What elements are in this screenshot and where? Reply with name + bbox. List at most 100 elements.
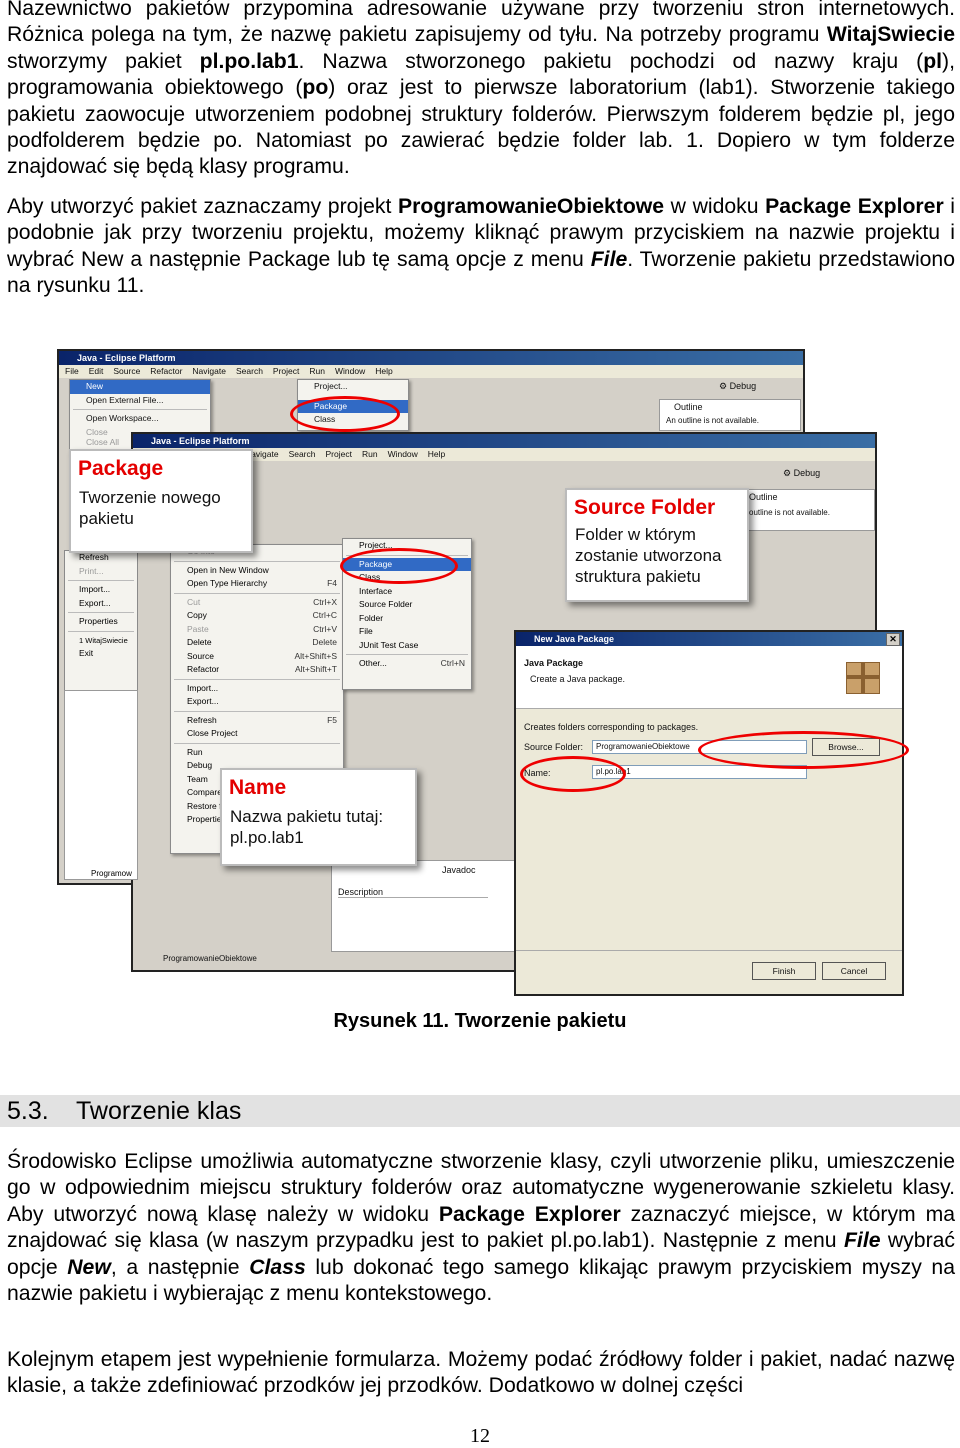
menu-separator: [174, 560, 340, 562]
paragraph-3: Środowisko Eclipse umożliwia automatyczn…: [7, 1149, 955, 1307]
shortcut: Alt+Shift+S: [294, 650, 337, 661]
menu-refactor[interactable]: Refactor: [150, 366, 183, 376]
javadoc-tab[interactable]: Javadoc: [442, 865, 476, 875]
debug-perspective[interactable]: ⚙ Debug: [719, 381, 756, 392]
text: Nazewnictwo pakietów przypomina adresowa…: [7, 0, 955, 47]
debug-perspective[interactable]: ⚙ Debug: [783, 468, 820, 479]
debug-icon: ⚙: [783, 468, 794, 478]
shortcut: F4: [327, 578, 337, 588]
menu-item-open-type-hierarchy[interactable]: Open Type Hierarchy: [187, 578, 268, 588]
menu-item-export[interactable]: Export...: [187, 696, 219, 706]
text: zaznaczyć miejsce, w którym ma znajdować…: [7, 1202, 956, 1253]
menu-item-refresh[interactable]: Refresh: [79, 552, 109, 562]
menu-item-folder[interactable]: Folder: [359, 612, 384, 623]
menu-window[interactable]: Window: [387, 449, 418, 459]
page-number: 12: [470, 1425, 490, 1447]
highlight-ring-package: [290, 396, 400, 432]
bold-italic-text: Class: [249, 1255, 306, 1279]
menu-item-import[interactable]: Import...: [79, 584, 111, 594]
menu-item-file[interactable]: File: [359, 626, 373, 636]
text: wybrać opcje: [7, 1229, 955, 1279]
menu-item-delete[interactable]: Delete: [187, 637, 212, 647]
bold-italic-text: New: [67, 1255, 111, 1279]
menu-item-export[interactable]: Export...: [79, 597, 111, 608]
menu-item-source[interactable]: Source: [187, 650, 214, 661]
menu-item-restore[interactable]: Restore fr: [187, 800, 225, 811]
menu-item-junit[interactable]: JUnit Test Case: [359, 639, 419, 650]
menu-item-interface[interactable]: Interface: [359, 585, 393, 596]
text: , a następnie: [110, 1255, 250, 1279]
menu-search[interactable]: Search: [235, 366, 263, 376]
callout-body: Nazwa pakietu tutaj: pl.po.lab1: [230, 807, 384, 847]
text: . Tworzenie pakietu przedstawiono na rys…: [7, 247, 956, 298]
shortcut: Ctrl+N: [440, 658, 465, 668]
menu-navigate[interactable]: Navigate: [192, 366, 226, 376]
callout-title: Package: [78, 457, 164, 480]
menu-item-close[interactable]: Close: [86, 426, 108, 437]
window-titlebar: Java - Eclipse Platform: [133, 434, 875, 448]
menu-item-print[interactable]: Print...: [79, 565, 104, 576]
bold-text: Package Explorer: [438, 1202, 621, 1226]
menu-item-project[interactable]: Project...: [359, 540, 393, 550]
menu-item-debug[interactable]: Debug: [187, 760, 213, 770]
menu-item-compare[interactable]: Compare: [187, 787, 222, 797]
cancel-button[interactable]: Cancel: [822, 962, 886, 980]
menu-edit[interactable]: Edit: [88, 366, 104, 376]
tree-item-project[interactable]: Programow: [91, 869, 132, 878]
window-titlebar: Java - Eclipse Platform: [59, 351, 803, 365]
menu-item-other[interactable]: Other...: [359, 658, 387, 668]
menu-item-properties[interactable]: Properties: [187, 814, 226, 824]
menu-item-project[interactable]: Project...: [314, 381, 348, 391]
menu-item-open-new-window[interactable]: Open in New Window: [187, 564, 269, 575]
menu-project[interactable]: Project: [272, 366, 300, 376]
file-menu-continued: Refresh Print... Import... Export... Pro…: [64, 550, 138, 692]
menu-help[interactable]: Help: [375, 366, 393, 376]
menu-item-team[interactable]: Team: [187, 773, 208, 784]
menu-item-refactor[interactable]: Refactor: [187, 664, 220, 674]
description-column-header[interactable]: Description: [338, 887, 488, 898]
menu-item-new[interactable]: New: [70, 380, 210, 394]
debug-label: Debug: [793, 468, 821, 478]
menu-project[interactable]: Project: [325, 449, 352, 459]
menu-file[interactable]: File: [65, 366, 79, 376]
menu-item-exit[interactable]: Exit: [79, 648, 94, 658]
menu-item-cut[interactable]: Cut: [187, 596, 201, 607]
menu-item-refresh[interactable]: Refresh: [187, 714, 217, 725]
outline-tab[interactable]: Outline: [674, 402, 703, 412]
menu-item-paste[interactable]: Paste: [187, 623, 209, 634]
menu-separator: [174, 710, 340, 712]
menu-item-properties[interactable]: Properties: [79, 616, 118, 626]
menu-item-open-external[interactable]: Open External File...: [86, 394, 164, 405]
outline-tab[interactable]: Outline: [749, 492, 778, 502]
menu-item-run[interactable]: Run: [187, 746, 203, 757]
dialog-subheading: Create a Java package.: [530, 674, 626, 684]
outline-pane: Outline An outline is not available.: [659, 399, 801, 431]
menu-search[interactable]: Search: [288, 449, 316, 459]
menu-run[interactable]: Run: [309, 366, 325, 376]
menu-item-import[interactable]: Import...: [187, 682, 219, 693]
menu-item-close-all[interactable]: Close All: [86, 437, 120, 447]
dialog-title: New Java Package: [534, 634, 615, 644]
menu-run[interactable]: Run: [361, 449, 378, 459]
dialog-info: Creates folders corresponding to package…: [524, 722, 699, 732]
menu-item-source-folder[interactable]: Source Folder: [359, 599, 413, 609]
bold-text: po: [302, 76, 329, 100]
menu-item-recent-file[interactable]: 1 WitajSwiecie: [79, 635, 128, 645]
menu-item-open-workspace[interactable]: Open Workspace...: [86, 413, 159, 423]
menu-separator: [68, 580, 134, 581]
menu-item-copy[interactable]: Copy: [187, 610, 207, 620]
window-title: Java - Eclipse Platform: [77, 353, 176, 363]
outline-message: outline is not available.: [749, 508, 830, 517]
menu-navigate[interactable]: Navigate: [245, 449, 279, 459]
menu-item-close-project[interactable]: Close Project: [187, 728, 238, 738]
bold-text: Package Explorer: [765, 195, 944, 218]
menu-window[interactable]: Window: [334, 366, 366, 376]
menu-bar: Navigate Search Project Run Window Help: [133, 448, 875, 461]
close-icon[interactable]: ✕: [886, 633, 900, 646]
menu-source[interactable]: Source: [113, 366, 141, 376]
menu-help[interactable]: Help: [427, 449, 446, 459]
text: . Nazwa stworzonego pakietu pochodzi od …: [298, 49, 924, 73]
highlight-ring-source-folder: [698, 731, 909, 769]
finish-button[interactable]: Finish: [752, 962, 816, 980]
bold-text: pl.po.lab1: [199, 49, 299, 73]
